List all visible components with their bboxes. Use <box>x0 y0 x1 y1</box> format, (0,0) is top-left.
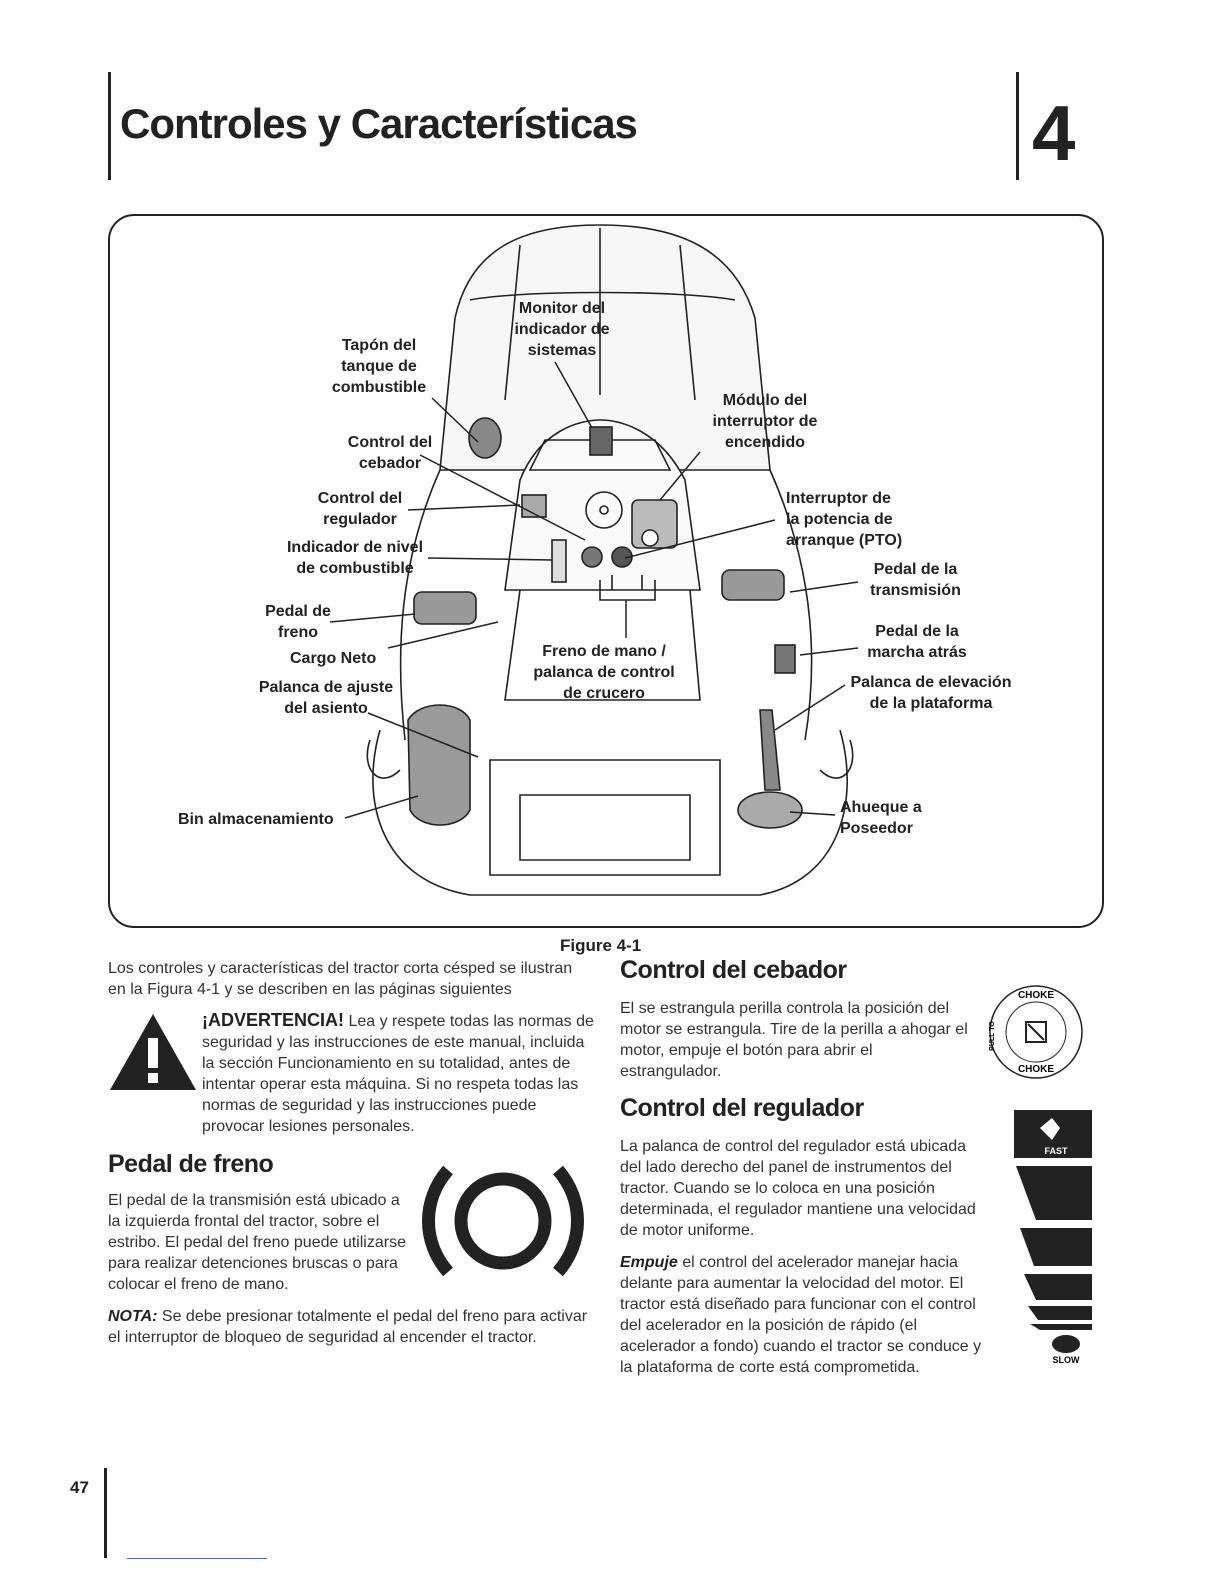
throttle-heading: Control del regulador <box>620 1094 864 1122</box>
label-seat-lever: Palanca de ajuste del asiento <box>258 679 394 717</box>
choke-icon-side-text: PULL TO <box>989 1021 996 1051</box>
label-choke-control: Control del cebador <box>347 434 433 472</box>
page-rule <box>104 1468 107 1558</box>
figure-caption: Figure 4-1 <box>560 936 642 955</box>
warning-title: ¡ADVERTENCIA! <box>202 1010 344 1030</box>
label-parking-brake: Freno de mano / palanca de control de cr… <box>533 643 675 702</box>
throttle-text: La palanca de control del regulador está… <box>620 1138 976 1239</box>
label-deck-lift: Palanca de elevación de la plataforma <box>850 674 1012 712</box>
label-system-monitor: Monitor del indicador de sistemas <box>514 300 610 359</box>
brake-note: NOTA: Se debe presionar totalmente el pe… <box>108 1306 594 1348</box>
title-rule-right <box>1016 72 1019 180</box>
throttle-speed-icon: FAST SLOW <box>1014 1110 1092 1365</box>
label-storage-bin: Bin almacenamiento <box>178 811 334 828</box>
label-ignition-module: Módulo del interruptor de encendido <box>712 392 818 451</box>
warning-icon <box>110 1014 196 1090</box>
choke-heading: Control del cebador <box>620 956 847 984</box>
choke-icon: CHOKE CHOKE PULL TO <box>989 985 1083 1079</box>
label-pto-switch: Interruptor de la potencia de arranque (… <box>786 490 903 549</box>
push-label: Empuje <box>620 1254 678 1271</box>
brake-pedal-icon <box>422 1165 584 1277</box>
title-rule-left <box>108 72 111 180</box>
warning-text: Lea y respete todas las normas de seguri… <box>202 1013 594 1135</box>
label-fuel-cap: Tapón del tanque de combustible <box>331 337 427 396</box>
slow-label: SLOW <box>1053 1355 1081 1365</box>
label-brake-pedal: Pedal de freno <box>265 603 331 641</box>
brake-text: El pedal de la transmisión está ubicado … <box>108 1192 406 1293</box>
figure-frame <box>108 214 1104 928</box>
page-number: 47 <box>70 1478 89 1497</box>
footer-line <box>127 1558 267 1559</box>
label-fuel-gauge: Indicador de nivel de combustible <box>286 539 424 577</box>
fast-label: FAST <box>1044 1146 1068 1156</box>
page-title: Controles y Características <box>120 100 638 147</box>
label-cup-holder: Ahueque a Poseedor <box>840 799 922 837</box>
throttle-text-2: Empuje el control del acelerador manejar… <box>620 1252 990 1378</box>
intro-text: Los controles y características del trac… <box>108 960 573 998</box>
warning-block: ¡ADVERTENCIA! Lea y respete todas las no… <box>202 1010 594 1137</box>
chapter-number: 4 <box>1032 89 1076 177</box>
throttle-text-2-body: el control del acelerador manejar hacia … <box>620 1254 982 1376</box>
label-cargo-net: Cargo Neto <box>290 650 377 667</box>
brake-heading: Pedal de freno <box>108 1150 274 1178</box>
choke-text: El se estrangula perilla controla la pos… <box>620 1000 968 1080</box>
label-reverse-pedal: Pedal de la marcha atrás <box>867 623 967 661</box>
label-throttle-control: Control del regulador <box>317 490 403 528</box>
choke-icon-bottom-text: CHOKE <box>1018 1064 1054 1075</box>
note-text: Se debe presionar totalmente el pedal de… <box>108 1308 588 1346</box>
tractor-illustration <box>329 224 859 896</box>
label-transmission-pedal: Pedal de la transmisión <box>870 561 961 599</box>
choke-icon-top-text: CHOKE <box>1018 990 1054 1001</box>
note-label: NOTA: <box>108 1308 158 1325</box>
